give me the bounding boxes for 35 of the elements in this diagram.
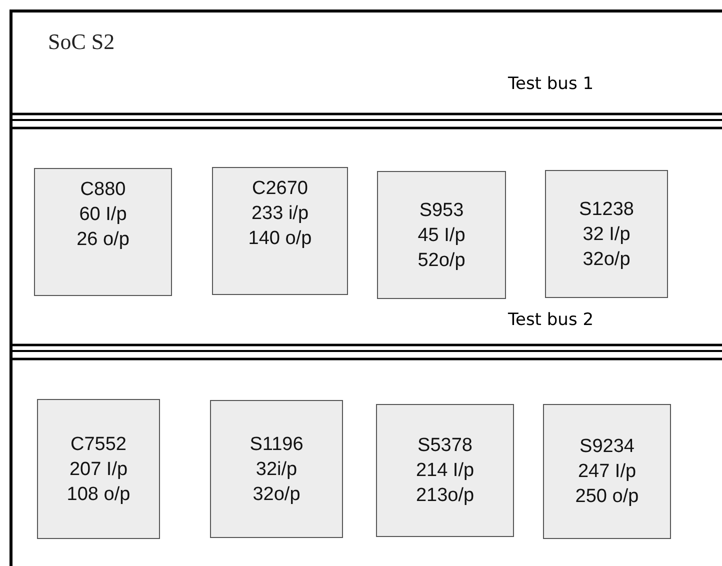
module-text: 52o/p: [418, 248, 466, 272]
module-text: 108 o/p: [66, 482, 130, 506]
module-text: 207 I/p: [69, 458, 128, 482]
module-box: [37, 399, 160, 539]
module-box: [212, 167, 348, 295]
module-text: S9234: [580, 435, 634, 459]
module-text: S953: [419, 198, 464, 222]
module-box: [34, 168, 172, 296]
module-box: [545, 170, 668, 298]
module-text: 32o/p: [252, 482, 300, 506]
diagram-title: SoC S2: [48, 28, 115, 56]
module-text: 214 I/p: [416, 459, 474, 483]
module-text: S5378: [418, 434, 472, 458]
module-box: [543, 404, 671, 539]
module-text: C7552: [70, 432, 126, 456]
module-text: 233 i/p: [251, 202, 309, 226]
module-text: C2670: [252, 177, 308, 201]
module-text: 213o/p: [416, 484, 474, 508]
module-text: 32 I/p: [582, 222, 630, 246]
module-text: C880: [80, 178, 126, 202]
module-box: [376, 404, 514, 537]
module-text: 250 o/p: [575, 485, 639, 509]
module-box: [210, 400, 343, 538]
module-text: 26 o/p: [76, 228, 130, 252]
module-text: 45 I/p: [418, 224, 466, 248]
bus-label: Test bus 1: [508, 74, 594, 96]
module-text: 140 o/p: [248, 227, 312, 251]
module-text: 247 I/p: [578, 460, 636, 484]
module-text: 32i/p: [256, 458, 298, 482]
bus-label: Test bus 2: [508, 310, 594, 332]
module-text: 32o/p: [582, 248, 630, 272]
module-text: 60 I/p: [79, 203, 127, 227]
module-text: S1196: [250, 432, 304, 456]
module-box: [377, 171, 506, 299]
module-text: S1238: [579, 198, 634, 222]
